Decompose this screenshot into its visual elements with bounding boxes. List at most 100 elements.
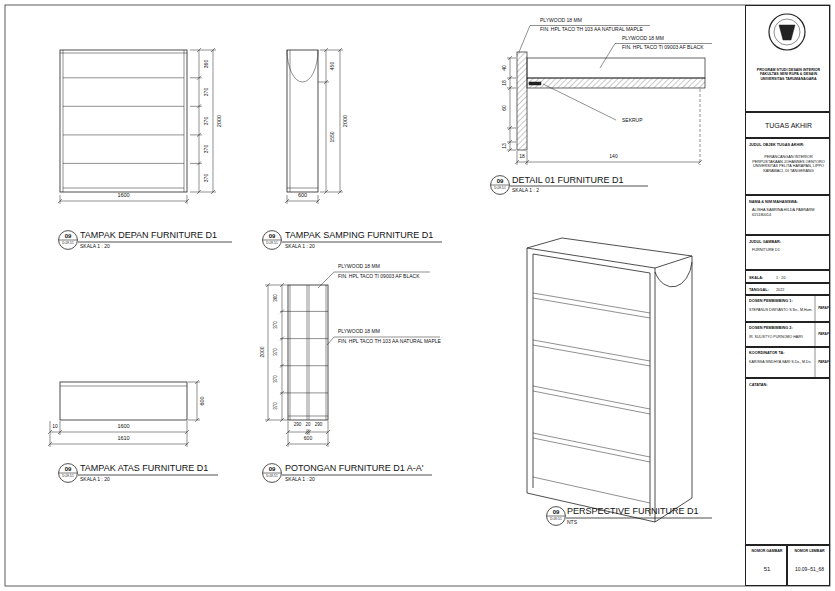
dimension-line <box>285 48 343 204</box>
material-note: PLYWOOD 18 MM <box>540 18 582 23</box>
dimension-text: 600 <box>200 396 206 405</box>
title-block-cell: CATATAN: <box>745 378 830 545</box>
view-number: 09 <box>58 233 78 240</box>
center-line <box>700 89 701 165</box>
dimension-text: 1600 <box>117 424 129 430</box>
perspective-side-arc <box>655 262 692 287</box>
material-note: FIN. HPL TACO TI 09003 AF BLACK <box>338 274 420 279</box>
drawing-title: FURNITURE D1 <box>752 248 825 253</box>
leader-line <box>519 26 712 121</box>
leader-line <box>318 272 440 345</box>
dimension-text: 290 <box>315 423 323 428</box>
dimension-text: 370 <box>274 402 279 410</box>
title-block-cell: SKALA:1 : 20 <box>745 270 830 283</box>
sheet-reference: D.09-51 <box>58 242 78 246</box>
field-value: 1 : 20 <box>776 276 816 281</box>
view-number-bubble: 09D.09-51 <box>490 175 510 195</box>
dimension-text: 290 <box>294 423 302 428</box>
material-note: FIN. HPL TACO TH 103 AA NATURAL MAPLE <box>540 27 643 32</box>
scale-note: NTS <box>567 520 577 525</box>
bubble-circle <box>59 231 78 250</box>
scale-note: SKALA 1 : 2 <box>512 188 539 193</box>
screw-symbol <box>529 82 541 85</box>
title-block-cell: PROGRAM STUDI DESAIN INTERIOR FAKULTAS S… <box>745 5 830 112</box>
signature-field: PARAF <box>817 307 830 311</box>
dimension-text: 1550 <box>330 131 335 142</box>
shelf-front <box>527 58 705 78</box>
university-logo <box>769 14 805 50</box>
dimension-text: 600 <box>304 436 312 441</box>
bubble-divider <box>547 516 566 517</box>
material-note: PLYWOOD 18 MM <box>338 264 380 269</box>
dimension-text: 370 <box>204 88 209 96</box>
field-heading: DOSEN PEMBIMBING 2: <box>749 326 815 331</box>
perspective-cabinet <box>527 238 692 522</box>
view-title: PERSPECTIVE FURNITURE D1 <box>567 507 699 516</box>
dimension-text: 370 <box>204 145 209 153</box>
field-heading: JUDUL GAMBAR: <box>749 240 828 245</box>
material-note: FIN. HPL TACO TI 09003 AF BLACK <box>622 45 704 50</box>
field-heading: JUDUL OBJEK TUGAS AKHIR: <box>749 143 828 148</box>
scale-note: SKALA 1 : 20 <box>285 244 315 249</box>
dimension-text: 360 <box>274 294 279 302</box>
student-name: ALISHA SABRINA HILDA PABRARM 615180014 <box>752 208 825 217</box>
dimension-text: 2000 <box>343 115 349 127</box>
title-block-cell: NOMOR LEMBAR10.09–51_68 <box>787 545 830 586</box>
title-block-cell: DOSEN PEMBIMBING 2:IR. SULISTYO PURNOMO … <box>745 322 830 347</box>
sheet-reference: D.09-51 <box>490 187 510 191</box>
dimension-line <box>48 380 200 447</box>
view-number: 09 <box>262 466 282 473</box>
title-block-cell: TANGGAL:2022 <box>745 283 830 295</box>
field-heading: SKALA: <box>749 276 774 281</box>
bubble-divider <box>263 240 282 241</box>
side-view-outline <box>287 50 318 192</box>
dimension-text: 370 <box>274 321 279 329</box>
dimension-text: 18 <box>502 80 507 86</box>
dimension-text: 140 <box>609 154 617 159</box>
sheet-frame <box>5 5 830 586</box>
perspective-shelves <box>533 293 650 503</box>
bubble-circle <box>547 507 566 526</box>
paraf-divider <box>815 295 816 378</box>
material-note: PLYWOOD 18 MM <box>338 329 380 334</box>
view-number: 09 <box>262 233 282 240</box>
sheet-heading: TUGAS AKHIR <box>746 122 831 130</box>
material-note: FIN. HPL TACO TH 103 AA NATURAL MAPLE <box>338 339 441 344</box>
field-heading: NOMOR GAMBAR <box>747 549 787 553</box>
coordinator-name: KARISSA SINDHYA SARI S.Ds., M.Ds. <box>749 360 815 364</box>
view-number: 09 <box>58 466 78 473</box>
title-underline <box>78 186 712 518</box>
signature-field: PARAF <box>817 361 830 365</box>
view-title: TAMPAK DEPAN FURNITURE D1 <box>80 231 217 240</box>
view-title: DETAIL 01 FURNITURE D1 <box>512 176 624 185</box>
view-number-bubble: 09D.09-51 <box>58 463 78 483</box>
sheet-reference: D.09-51 <box>58 475 78 479</box>
scale-note: SKALA 1 : 20 <box>285 477 315 482</box>
view-number: 09 <box>490 178 510 185</box>
view-number-bubble: 09D.09-51 <box>546 506 566 526</box>
view-number-bubble: 09D.09-51 <box>58 230 78 250</box>
bubble-divider <box>491 185 510 186</box>
view-title: TAMPAK SAMPING FURNITURE D1 <box>285 231 433 240</box>
sheet-number: 10.09–51_68 <box>788 566 831 572</box>
dimension-text: 10 <box>52 424 58 429</box>
dimension-text: 40 <box>502 65 507 71</box>
view-number: 09 <box>546 509 566 516</box>
bubble-divider <box>263 473 282 474</box>
title-block-cell: DOSEN PEMBIMBING 1:STEPANUS DWIYANTO S.S… <box>745 295 830 322</box>
dimension-text: 360 <box>204 60 209 68</box>
dimension-text: 370 <box>274 348 279 356</box>
plywood-section <box>527 78 705 88</box>
dimension-text: 1600 <box>117 193 129 199</box>
university-logo <box>779 25 795 40</box>
title-block-cell: NOMOR GAMBAR51 <box>745 545 787 586</box>
top-view-outline <box>60 382 187 420</box>
view-title: TAMPAK ATAS FURNITURE D1 <box>80 464 208 473</box>
dimension-line <box>265 283 330 447</box>
field-value: 2022 <box>776 288 816 293</box>
front-view-outline <box>60 50 187 192</box>
field-heading: NAMA & NIM MAHASISWA: <box>749 200 828 205</box>
field-heading: KOORDINATOR TA: <box>749 351 815 356</box>
dimension-text: 18 <box>519 154 525 159</box>
